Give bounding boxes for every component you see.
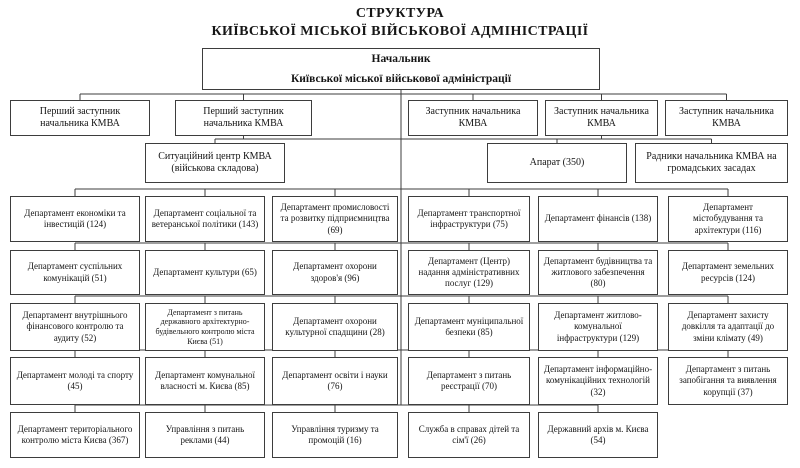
department-box-label: Департамент суспільних комунікацій (51) — [27, 261, 123, 283]
department-box-label: Департамент житлово-комунальної інфрастр… — [554, 310, 642, 343]
deputy-box: Заступник начальника КМВА — [408, 100, 538, 136]
support-unit-box: Радники начальника КМВА на громадських з… — [635, 143, 788, 183]
department-box: Департамент територіального контролю міс… — [10, 412, 140, 458]
department-box-label: Департамент фінансів (138) — [544, 213, 652, 224]
department-box: Департамент фінансів (138) — [538, 196, 658, 242]
department-box: Департамент житлово-комунальної інфрастр… — [538, 303, 658, 351]
department-box: Департамент внутрішнього фінансового кон… — [10, 303, 140, 351]
department-box: Департамент з питань реєстрації (70) — [408, 357, 530, 405]
deputy-box: Заступник начальника КМВА — [545, 100, 658, 136]
deputy-box-label: Перший заступник начальника КМВА — [39, 105, 121, 129]
department-box: Департамент з питань запобігання та вияв… — [668, 357, 788, 405]
department-box: Служба в справах дітей та сім'ї (26) — [408, 412, 530, 458]
support-unit-box-label: Апарат (350) — [529, 156, 585, 168]
department-box: Департамент культури (65) — [145, 250, 265, 295]
department-box: Департамент містобудування та архітектур… — [668, 196, 788, 242]
department-box: Департамент промисловості та розвитку пі… — [272, 196, 398, 242]
support-unit-box-label: Радники начальника КМВА на громадських з… — [646, 150, 777, 174]
department-box-label: Служба в справах дітей та сім'ї (26) — [418, 423, 520, 445]
deputy-box-label: Заступник начальника КМВА — [554, 105, 649, 129]
deputy-box: Заступник начальника КМВА — [665, 100, 788, 136]
department-box-label: Департамент територіального контролю міс… — [17, 423, 133, 445]
department-box-label: Управління з питань реклами (44) — [165, 423, 245, 445]
department-box: Департамент земельних ресурсів (124) — [668, 250, 788, 295]
deputy-box-label: Перший заступник начальника КМВА — [203, 105, 284, 129]
department-box-label: Департамент освіти і науки (76) — [282, 369, 388, 391]
department-box-label: Департамент з питань державного архітект… — [155, 307, 255, 346]
department-box: Департамент (Центр) надання адміністрати… — [408, 250, 530, 295]
support-unit-box: Ситуаційний центр КМВА (військова складо… — [145, 143, 285, 183]
deputy-box: Перший заступник начальника КМВА — [175, 100, 312, 136]
department-box-label: Департамент охорони здоров'я (96) — [293, 261, 377, 283]
department-box: Департамент комунальної власності м. Киє… — [145, 357, 265, 405]
department-box-label: Департамент охорони культурної спадщини … — [285, 315, 385, 337]
department-box-label: Департамент муніципальної безпеки (85) — [414, 315, 524, 337]
department-box: Департамент охорони здоров'я (96) — [272, 250, 398, 295]
department-box-label: Департамент соціальної та ветеранської п… — [151, 207, 259, 229]
support-unit-box: Апарат (350) — [487, 143, 627, 183]
department-box: Департамент транспортної інфраструктури … — [408, 196, 530, 242]
department-box: Департамент інформаційно-комунікаційних … — [538, 357, 658, 405]
department-box-label: Департамент земельних ресурсів (124) — [681, 261, 775, 283]
department-box-label: Департамент комунальної власності м. Киє… — [155, 369, 255, 391]
department-box: Департамент економіки та інвестицій (124… — [10, 196, 140, 242]
department-box: Управління з питань реклами (44) — [145, 412, 265, 458]
department-box-label: Департамент містобудування та архітектур… — [693, 202, 763, 235]
department-box: Департамент суспільних комунікацій (51) — [10, 250, 140, 295]
department-box: Державний архів м. Києва (54) — [538, 412, 658, 458]
department-box: Департамент муніципальної безпеки (85) — [408, 303, 530, 351]
department-box-label: Департамент (Центр) надання адміністрати… — [418, 255, 520, 289]
department-box: Департамент молоді та спорту (45) — [10, 357, 140, 405]
department-box-label: Департамент культури (65) — [153, 266, 257, 277]
department-box-label: Департамент промисловості та розвитку пі… — [280, 202, 390, 235]
root-box-subtitle: Київської міської військової адміністрац… — [290, 72, 512, 85]
department-box-label: Департамент молоді та спорту (45) — [16, 369, 134, 391]
department-box-label: Департамент інформаційно-комунікаційних … — [543, 364, 653, 397]
department-box-label: Департамент транспортної інфраструктури … — [417, 207, 521, 229]
department-box-label: Департамент внутрішнього фінансового кон… — [22, 310, 128, 343]
department-box-label: Департамент з питань запобігання та вияв… — [679, 364, 777, 397]
department-box-label: Департамент захисту довкілля та адаптаці… — [681, 310, 775, 343]
department-box-label: Департамент економіки та інвестицій (124… — [24, 207, 126, 229]
department-box-label: Державний архів м. Києва (54) — [547, 423, 649, 445]
department-box-label: Департамент будівництва та житлового заб… — [543, 255, 653, 289]
support-unit-box-label: Ситуаційний центр КМВА (військова складо… — [158, 150, 272, 174]
department-box: Департамент з питань державного архітект… — [145, 303, 265, 351]
department-box-label: Департамент з питань реєстрації (70) — [426, 369, 512, 391]
root-box-title: Начальник — [371, 53, 431, 66]
page-title-line2: КИЇВСЬКОЇ МІСЬКОЇ ВІЙСЬКОВОЇ АДМІНІСТРАЦ… — [211, 24, 589, 39]
department-box: Департамент охорони культурної спадщини … — [272, 303, 398, 351]
department-box: Управління туризму та промоцій (16) — [272, 412, 398, 458]
deputy-box: Перший заступник начальника КМВА — [10, 100, 150, 136]
page-title-line1: СТРУКТУРА — [355, 6, 445, 21]
root-box: Начальник Київської міської військової а… — [202, 48, 600, 90]
deputy-box-label: Заступник начальника КМВА — [679, 105, 774, 129]
deputy-box-label: Заступник начальника КМВА — [425, 105, 521, 129]
department-box: Департамент захисту довкілля та адаптаці… — [668, 303, 788, 351]
department-box: Департамент соціальної та ветеранської п… — [145, 196, 265, 242]
department-box: Департамент освіти і науки (76) — [272, 357, 398, 405]
department-box-label: Управління туризму та промоцій (16) — [291, 423, 379, 445]
department-box: Департамент будівництва та житлового заб… — [538, 250, 658, 295]
